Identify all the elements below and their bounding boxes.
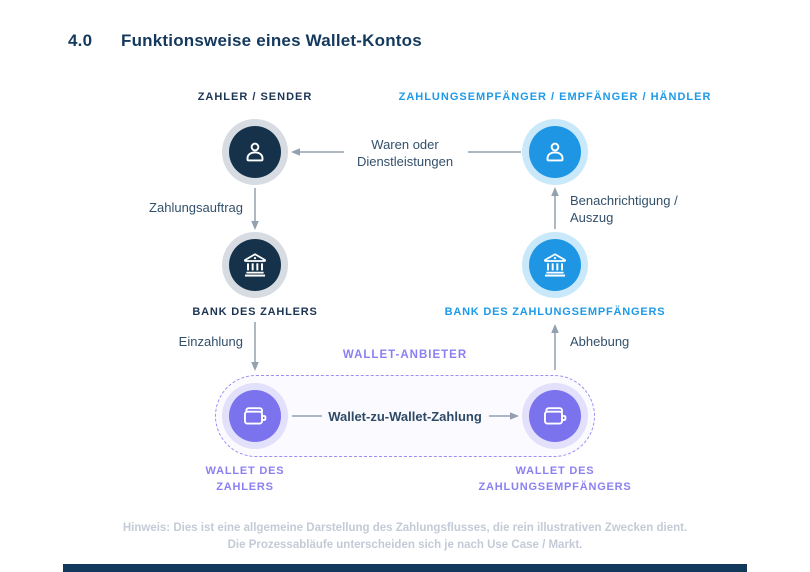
recipient-bank-circle — [529, 239, 581, 291]
wallet-icon — [544, 407, 567, 425]
arrowhead-down-icon — [251, 221, 259, 230]
recipient-bank-label: BANK DES ZAHLUNGSEMPFÄNGERS — [444, 306, 666, 318]
payer-column-header: ZAHLER / SENDER — [197, 91, 313, 103]
page-title: Funktionsweise eines Wallet-Kontos — [121, 31, 422, 50]
recipient-bank-node — [522, 232, 588, 298]
footer-bar — [63, 564, 747, 572]
recipient-node — [522, 119, 588, 185]
wallet-icon — [244, 407, 267, 425]
arrowhead-down-icon — [251, 362, 259, 371]
recipient-circle — [529, 126, 581, 178]
withdrawal-label: Abhebung — [570, 334, 630, 349]
wallet-provider-label: WALLET-ANBIETER — [342, 349, 468, 361]
payer-bank-circle — [229, 239, 281, 291]
recipient-wallet-circle — [529, 390, 581, 442]
footer-note-line2: Die Prozessabläufe unterscheiden sich je… — [227, 539, 583, 551]
payer-node — [222, 119, 288, 185]
goods-flow-label: Waren oder Dienstleistungen — [356, 137, 454, 169]
payer-wallet-circle — [229, 390, 281, 442]
payer-circle — [229, 126, 281, 178]
user-icon — [246, 142, 264, 162]
user-icon — [546, 142, 564, 162]
arrowhead-up-icon — [551, 324, 559, 333]
bank-icon — [244, 253, 266, 277]
payer-wallet-node — [222, 383, 288, 449]
recipient-wallet-label: WALLET DES ZAHLUNGSEMPFÄNGERS — [478, 465, 632, 493]
bank-icon — [544, 253, 566, 277]
section-number: 4.0 — [68, 31, 93, 50]
payer-wallet-label: WALLET DES ZAHLERS — [205, 465, 285, 493]
arrowhead-up-icon — [551, 187, 559, 196]
payment-order-label: Zahlungsauftrag — [149, 200, 243, 215]
wallet-to-wallet-label: Wallet-zu-Wallet-Zahlung — [328, 409, 482, 424]
footer-note-line1: Hinweis: Dies ist eine allgemeine Darste… — [122, 522, 688, 534]
payer-bank-label: BANK DES ZAHLERS — [192, 306, 318, 318]
wallet-provider-box — [215, 375, 595, 457]
recipient-column-header: ZAHLUNGSEMPFÄNGER / EMPFÄNGER / HÄNDLER — [398, 91, 712, 103]
recipient-wallet-node — [522, 383, 588, 449]
notification-label: Benachrichtigung / Auszug — [570, 193, 678, 225]
deposit-label: Einzahlung — [178, 334, 243, 349]
arrowhead-left-icon — [291, 148, 300, 156]
payer-bank-node — [222, 232, 288, 298]
